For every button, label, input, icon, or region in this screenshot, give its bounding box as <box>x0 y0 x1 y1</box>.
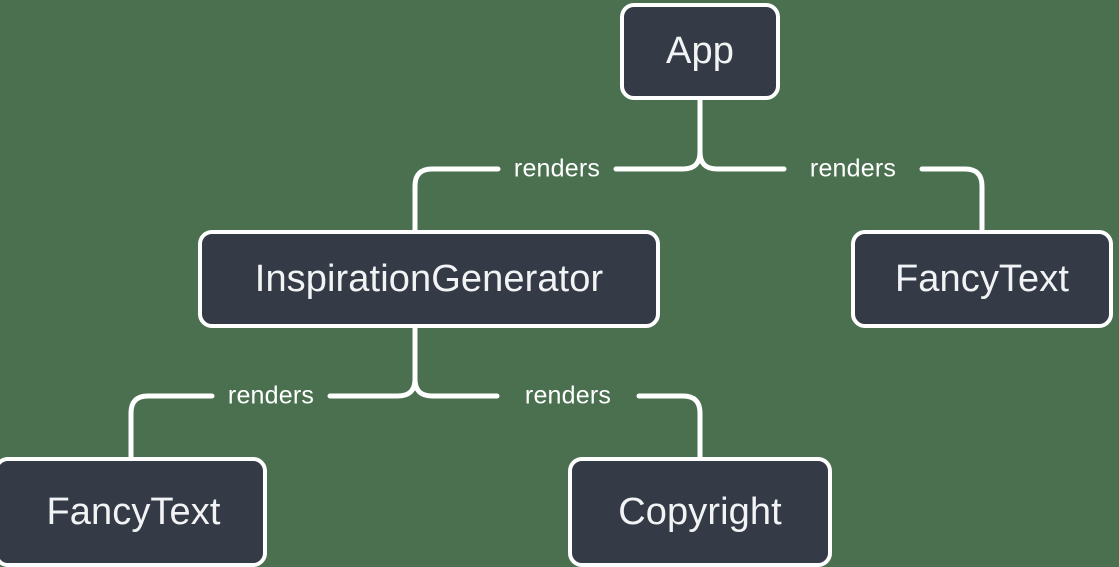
node-copyright[interactable]: Copyright <box>568 457 832 567</box>
edge-label-app-to-inspiration: renders <box>513 154 601 183</box>
edge-label-inspiration-to-fancytext: renders <box>227 381 315 410</box>
node-app[interactable]: App <box>620 3 780 100</box>
node-fancytext-right[interactable]: FancyText <box>851 230 1113 328</box>
node-inspiration-generator[interactable]: InspirationGenerator <box>198 230 660 328</box>
node-fancytext-bottom-label: FancyText <box>46 490 221 533</box>
edge-label-inspiration-to-copyright: renders <box>524 381 612 410</box>
edge-label-app-to-fancytext: renders <box>809 154 897 183</box>
node-fancytext-bottom[interactable]: FancyText <box>0 457 267 567</box>
node-fancytext-right-label: FancyText <box>894 257 1070 300</box>
node-app-label: App <box>666 30 734 72</box>
node-copyright-label: Copyright <box>618 490 782 533</box>
node-inspiration-generator-label: InspirationGenerator <box>254 257 604 300</box>
